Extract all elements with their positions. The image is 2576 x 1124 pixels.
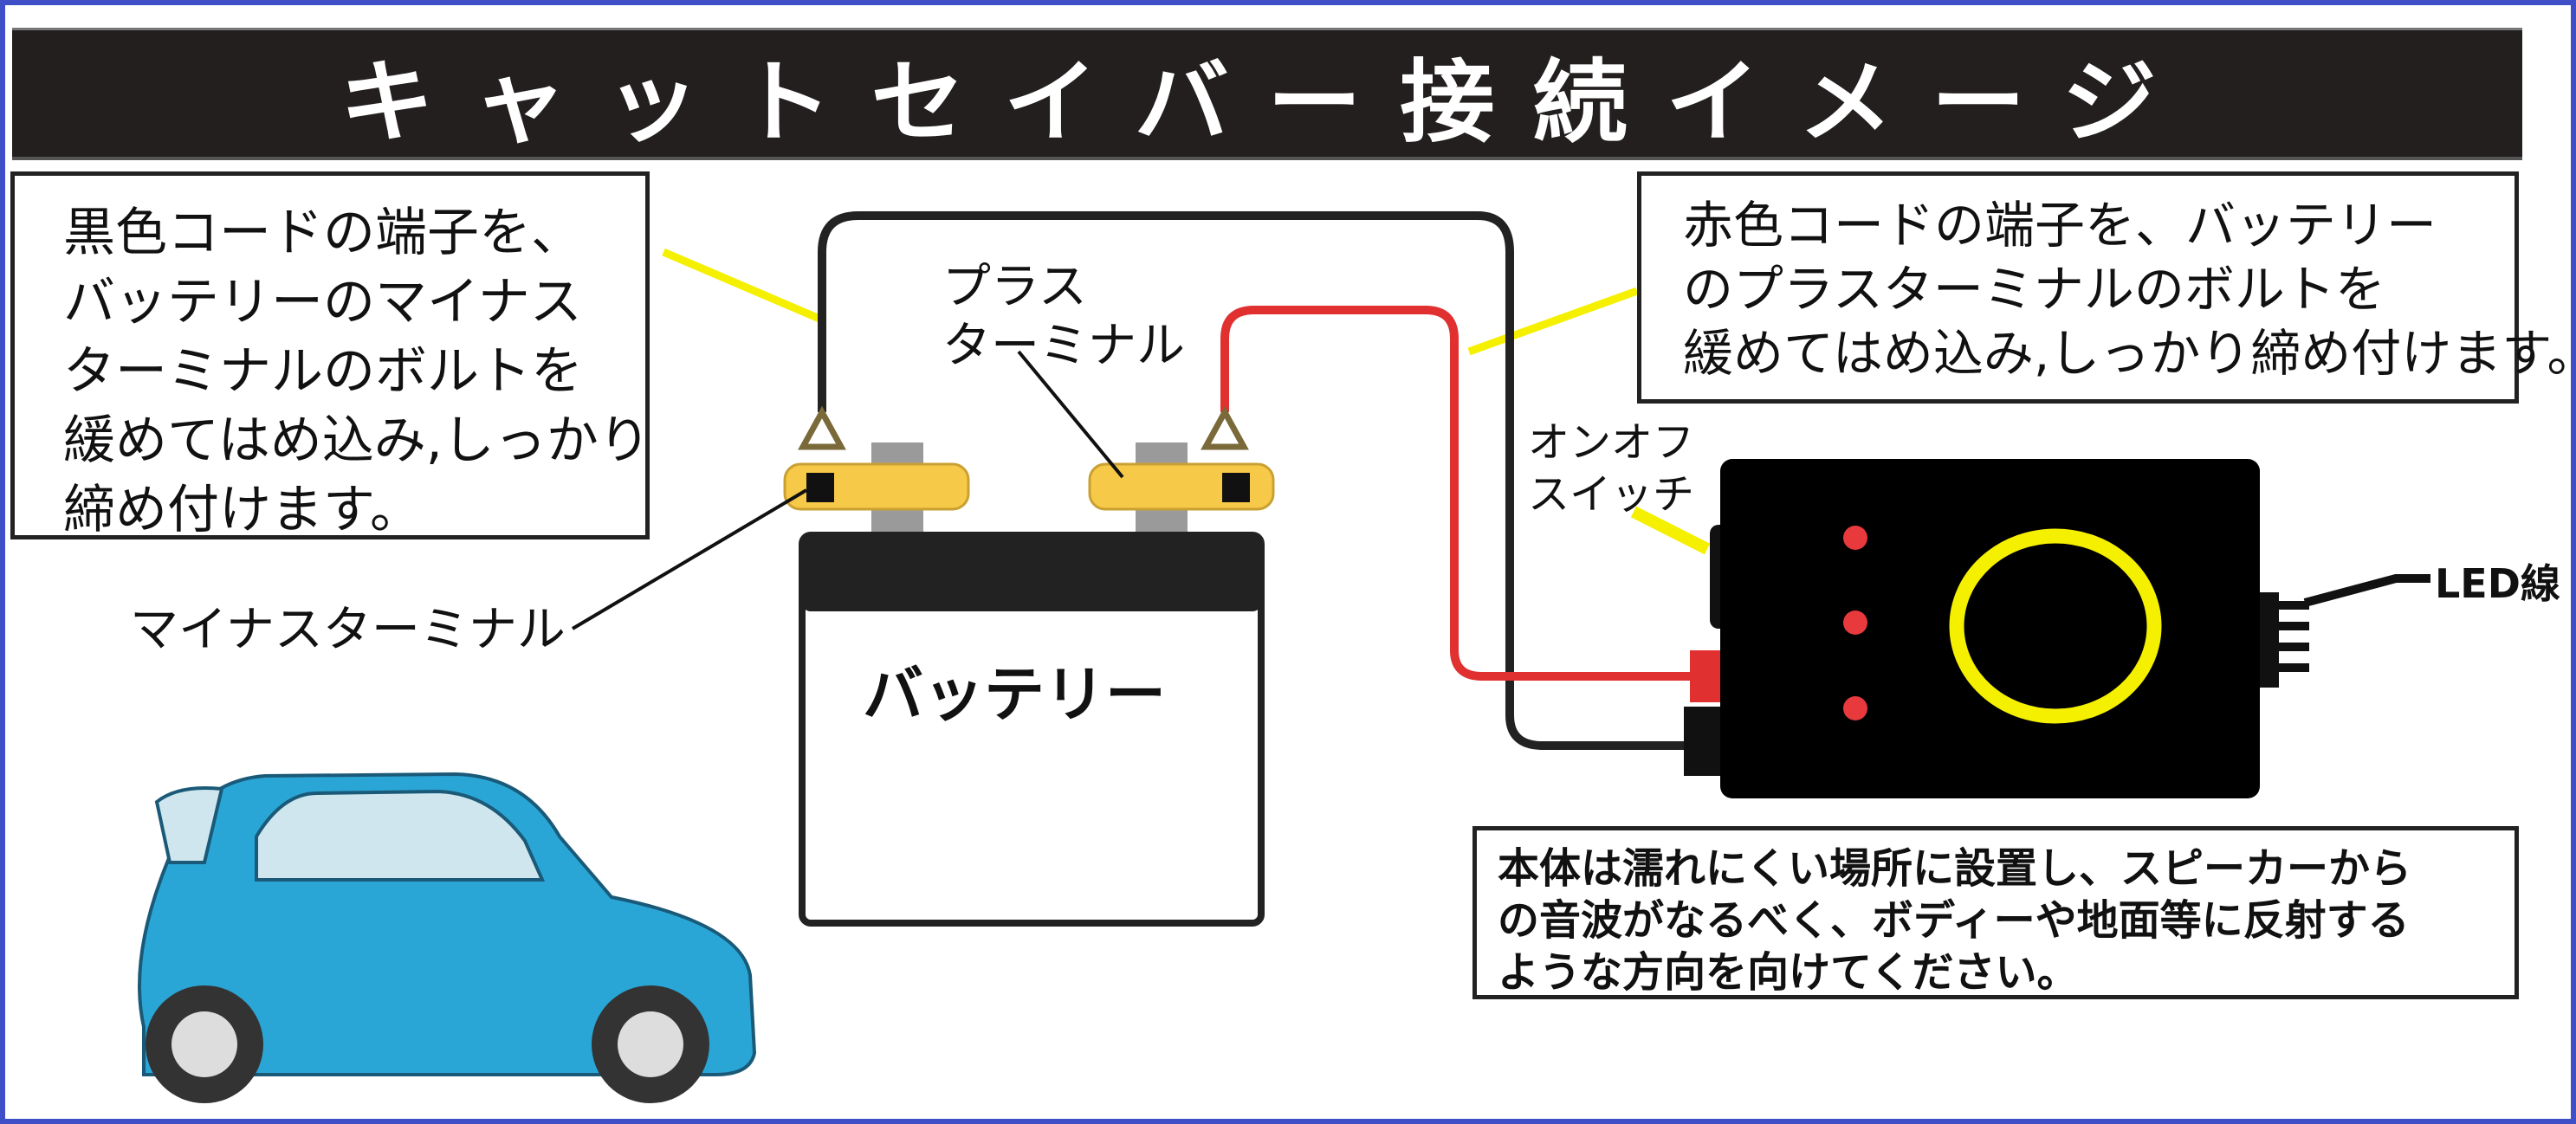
instruction-line: 黒色コードの端子を、 (63, 203, 583, 263)
leader-line-left (662, 248, 821, 323)
cat-saver-device (1684, 459, 2430, 798)
switch-label: オンオフ スイッチ (1528, 417, 1694, 520)
car-illustration (138, 772, 757, 1103)
black-wire-instruction: 黒色コードの端子を、 バッテリーのマイナス ターミナルのボルトを 緩めてはめ込み… (10, 171, 650, 540)
instruction-line: 赤色コードの端子を、バッテリー (1683, 196, 2437, 255)
minus-terminal (783, 405, 970, 511)
led-dot (1843, 610, 1867, 635)
plus-pointer (1017, 350, 1124, 479)
label-line: ターミナル (942, 318, 1185, 374)
plus-terminal (1088, 405, 1275, 511)
led-dot (1843, 526, 1867, 550)
speaker-ring (1949, 528, 2162, 724)
instruction-line: バッテリーのマイナス (63, 272, 582, 333)
note-line: ような方向を向けてください。 (1498, 948, 2079, 997)
minus-pointer (571, 488, 808, 630)
wiring-graphics (138, 211, 2430, 1103)
red-wire-instruction: 赤色コードの端子を、バッテリー のプラスターミナルのボルトを 緩めてはめ込み,し… (1637, 171, 2576, 404)
instruction-line: ターミナルのボルトを (63, 341, 583, 402)
leader-line-switch (1630, 506, 1711, 555)
plus-terminal-label: プラス ターミナル (942, 258, 1185, 376)
led-wire-label: LED線 (2435, 560, 2560, 607)
instruction-line: 緩めてはめ込み,しっかり (63, 410, 650, 471)
note-line: の音波がなるべく、ボディーや地面等に反射する (1498, 896, 2410, 945)
instruction-line: のプラスターミナルのボルトを (1683, 260, 2385, 319)
instruction-line: 締め付けます。 (63, 480, 422, 540)
page-title: キャットセイバー接続イメージ (340, 48, 2195, 155)
minus-terminal-label: マイナスターミナル (130, 602, 566, 658)
label-line: プラス (942, 259, 1087, 315)
instruction-line: 緩めてはめ込み,しっかり締め付けます。 (1683, 324, 2576, 383)
title-bar: キャットセイバー接続イメージ (12, 28, 2522, 160)
leader-line-right (1467, 287, 1639, 356)
label-line: スイッチ (1528, 470, 1695, 519)
battery-label: バッテリー (863, 659, 1166, 730)
label-line: オンオフ (1528, 418, 1695, 467)
placement-note: 本体は濡れにくい場所に設置し、スピーカーから の音波がなるべく、ボディーや地面等… (1472, 826, 2519, 999)
red-wire (1220, 306, 1690, 681)
note-line: 本体は濡れにくい場所に設置し、スピーカーから (1498, 844, 2412, 893)
battery (799, 442, 1265, 927)
led-dot (1843, 696, 1867, 720)
black-wire (818, 211, 1690, 750)
